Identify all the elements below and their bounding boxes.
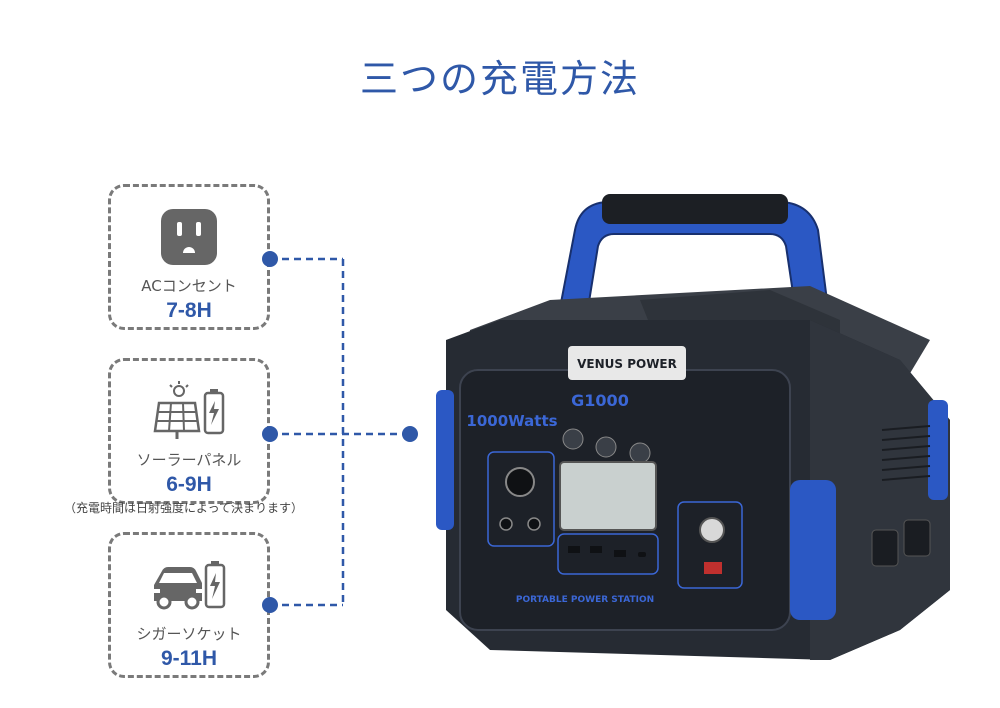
method-time: 9-11H <box>160 647 218 670</box>
charging-method-solar: ソーラーパネル 6-9H <box>108 358 270 504</box>
method-label: シガーソケット <box>136 625 242 643</box>
model-label: G1000 <box>571 391 629 410</box>
method-time: 7-8H <box>166 299 212 322</box>
method-time: 6-9H <box>166 473 212 496</box>
charging-method-car: シガーソケット 9-11H <box>108 532 270 678</box>
car-battery-icon <box>111 553 267 617</box>
connector-dot <box>402 426 418 442</box>
solar-panel-battery-icon <box>111 379 267 443</box>
page-title: 三つの充電方法 <box>359 57 640 101</box>
method-label: ソーラーパネル <box>136 451 242 469</box>
product-caption: PORTABLE POWER STATION <box>516 595 654 605</box>
connector-dot <box>262 251 278 267</box>
ac-outlet-icon <box>111 205 267 269</box>
charging-method-ac: ACコンセント 7-8H <box>108 184 270 330</box>
power-station-image: VENUS POWER G1000 1000Watts PORTABLE POW… <box>436 194 950 660</box>
connector-dot <box>262 597 278 613</box>
watts-label: 1000Watts <box>466 412 557 430</box>
method-label: ACコンセント <box>141 277 237 295</box>
charging-time-note: （充電時間は日射強度によって決まります） <box>64 501 304 515</box>
connector-dot <box>262 426 278 442</box>
brand-label: VENUS POWER <box>577 357 677 371</box>
